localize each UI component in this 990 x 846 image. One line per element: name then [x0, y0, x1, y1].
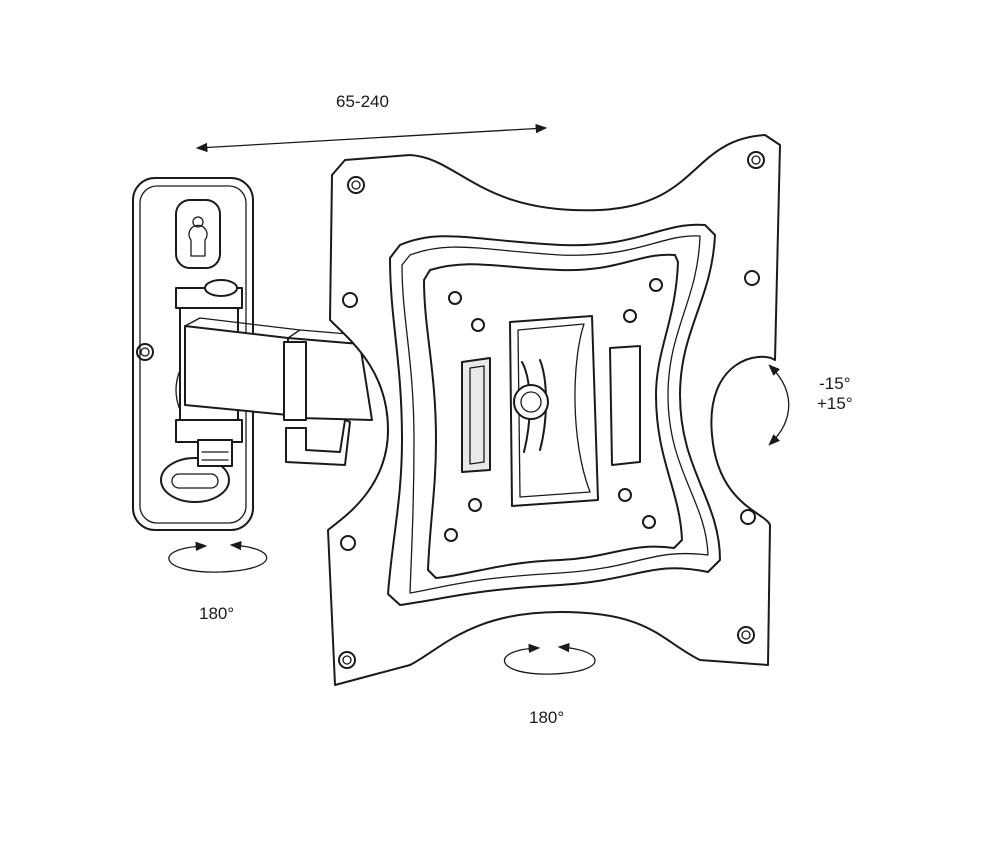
right-lock-slot	[609, 345, 641, 466]
mounting-holes	[338, 151, 765, 669]
tilt-knob-icon	[513, 384, 549, 420]
keyhole-slot-icon	[175, 199, 221, 269]
swivel-plate-arrow-icon	[504, 642, 596, 675]
vesa-holes	[444, 278, 663, 542]
extension-range-label: 65-240	[336, 92, 389, 111]
swivel-arm-arrow-icon	[168, 540, 268, 573]
left-lock-slot	[461, 357, 491, 473]
tilt-bracket	[509, 315, 599, 507]
bottom-slot-icon	[160, 457, 230, 503]
screw-hole-icon	[136, 343, 154, 361]
tilt-range-label: -15° +15°	[817, 374, 853, 414]
tilt-plus-label: +15°	[817, 394, 853, 413]
arm-swivel-label: 180°	[199, 604, 235, 623]
tv-plate	[327, 134, 781, 686]
tilt-arrow-icon	[768, 364, 790, 446]
tilt-minus-label: -15°	[819, 374, 851, 393]
extension-arrow-icon	[195, 123, 548, 153]
plate-swivel-label: 180°	[529, 708, 565, 727]
